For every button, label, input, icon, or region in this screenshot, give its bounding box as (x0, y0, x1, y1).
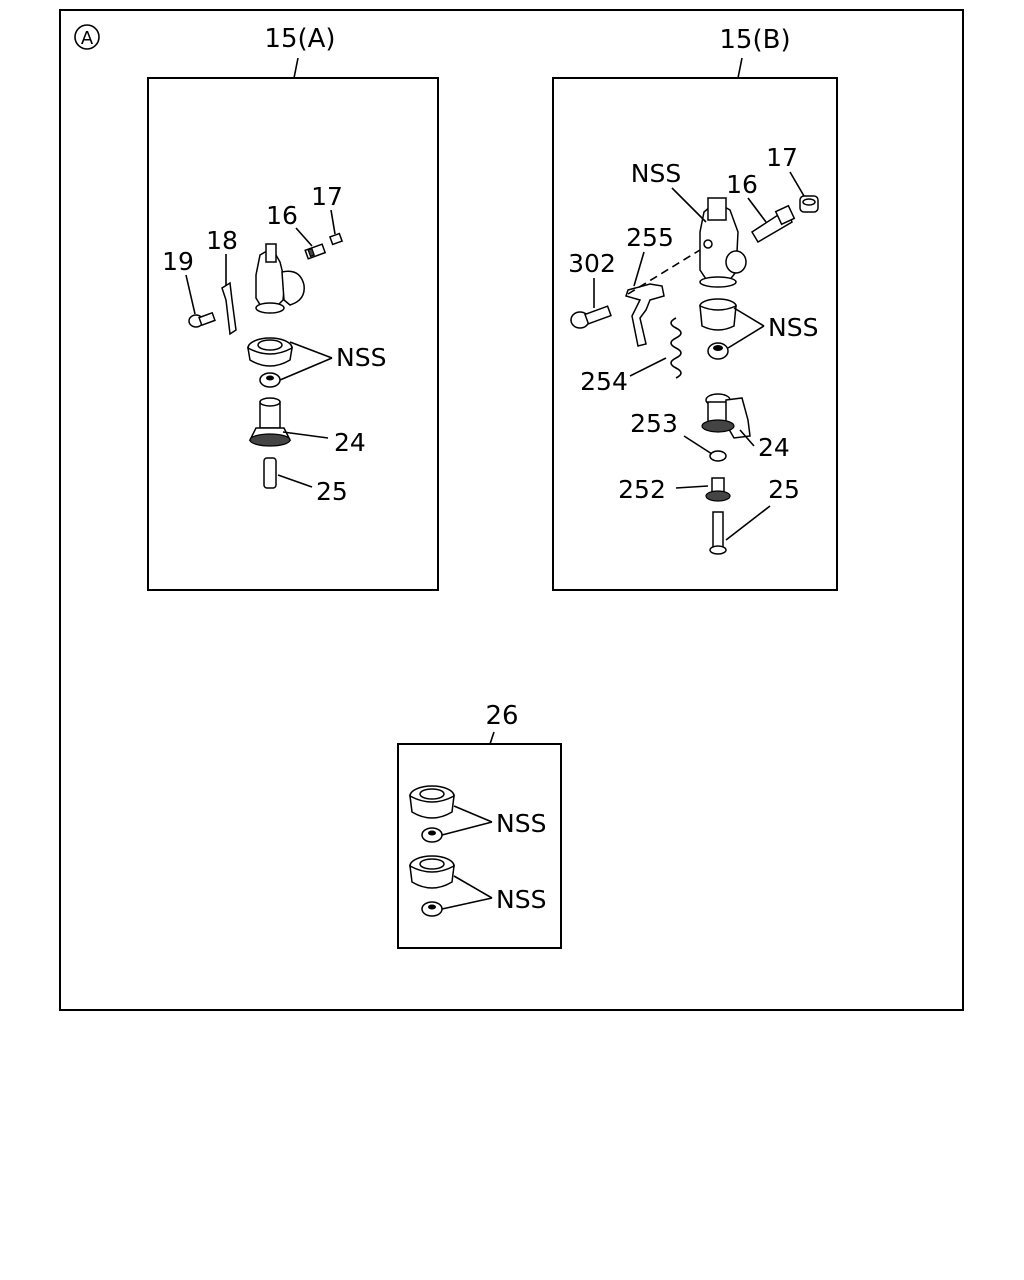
group-15a-frame (147, 77, 439, 591)
gear-24-15a (248, 397, 292, 447)
outer-frame (59, 9, 964, 1011)
view-marker: A (74, 24, 100, 50)
fitting-16-15b (750, 204, 796, 244)
group-26: 26 NSS NSS (397, 701, 562, 949)
seal-set-upper-26 (409, 785, 455, 843)
gear-24-15b (701, 393, 751, 439)
housing-15b (699, 197, 747, 288)
label-nss-top-15b: NSS (631, 159, 681, 188)
leaders-15a (185, 209, 336, 488)
spring-254-15b (670, 317, 682, 379)
bracket-255-15b (625, 283, 665, 347)
group-26-title: 26 (485, 701, 518, 731)
gear-252-15b (705, 477, 731, 502)
fitting-16-15a (304, 243, 327, 260)
label-253-15b: 253 (630, 409, 678, 438)
label-18-15a: 18 (206, 226, 238, 255)
pin-25-15a (263, 457, 277, 489)
label-254-15b: 254 (580, 367, 628, 396)
label-25-15b: 25 (768, 475, 800, 504)
label-nss-15a: NSS (336, 343, 386, 372)
label-17-15a: 17 (311, 182, 343, 211)
cap-17-15a (328, 232, 344, 246)
label-16-15b: 16 (726, 170, 758, 199)
bolt-19-15a (188, 311, 216, 328)
group-15a-title: 15(A) (264, 24, 335, 54)
leaders-15b (593, 171, 805, 541)
label-24-15b: 24 (758, 433, 790, 462)
label-24-15a: 24 (334, 428, 366, 457)
label-nss-upper-26: NSS (496, 809, 546, 838)
label-nss-mid-15b: NSS (768, 313, 818, 342)
label-19-15a: 19 (162, 247, 194, 276)
bracket-18-15a (221, 281, 237, 336)
housing-15a (255, 243, 305, 314)
group-15b-title: 15(B) (719, 25, 790, 55)
label-255-15b: 255 (626, 223, 674, 252)
label-nss-lower-26: NSS (496, 885, 546, 914)
label-302-15b: 302 (568, 249, 616, 278)
group-15a: 15(A) (147, 24, 439, 591)
washer-253-15b (709, 450, 727, 462)
bolt-302-15b (570, 305, 612, 329)
pin-25-15b (709, 511, 727, 555)
group-15b-frame (552, 77, 838, 591)
label-252-15b: 252 (618, 475, 666, 504)
view-marker-letter: A (81, 28, 94, 49)
label-17-15b: 17 (766, 143, 798, 172)
label-16-15a: 16 (266, 201, 298, 230)
cap-17-15b (799, 195, 819, 213)
group-26-frame (397, 743, 562, 949)
leaders-26 (441, 805, 493, 910)
seal-nss-15a (247, 337, 293, 388)
group-15b: 15(B) (552, 25, 838, 591)
label-25-15a: 25 (316, 477, 348, 506)
seal-nss-15b (699, 298, 737, 360)
